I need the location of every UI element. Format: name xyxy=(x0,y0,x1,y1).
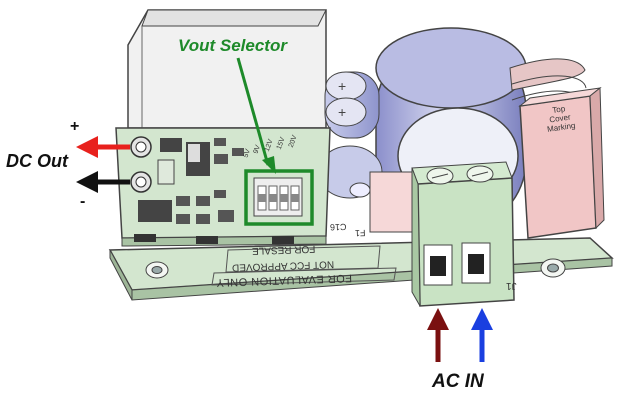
inductor-coil xyxy=(509,58,587,105)
svg-text:+: + xyxy=(338,104,346,120)
plus-label: + xyxy=(70,118,80,135)
small-capacitors: + + xyxy=(317,71,383,199)
svg-text:+: + xyxy=(338,78,346,94)
fuse-block xyxy=(518,86,605,239)
ac-neutral-arrow xyxy=(471,308,493,362)
transformer xyxy=(127,9,327,129)
dc-minus-arrow xyxy=(76,171,130,193)
ac-in-label: AC IN xyxy=(432,371,484,392)
top-cover-marking: Top Cover Marking xyxy=(546,104,576,134)
silkscreen-c16: C16 xyxy=(329,221,347,233)
vout-pointer-arrow xyxy=(236,57,276,174)
ac-line-arrow xyxy=(427,308,449,362)
silkscreen-resale: FOR RESALE xyxy=(251,242,316,257)
ac-terminal-block xyxy=(411,161,515,307)
vout-selector-label: Vout Selector xyxy=(178,36,287,55)
minus-label: - xyxy=(80,193,86,210)
dc-plus-arrow xyxy=(76,136,130,158)
silkscreen-f1: F1 xyxy=(354,227,366,239)
vout-selector-highlight xyxy=(244,169,314,226)
main-board xyxy=(108,237,614,301)
fuse-f1 xyxy=(369,171,419,233)
regulator-board xyxy=(115,127,331,247)
silkscreen-j1: J1 xyxy=(505,279,517,292)
dc-out-label: DC Out xyxy=(6,151,68,171)
